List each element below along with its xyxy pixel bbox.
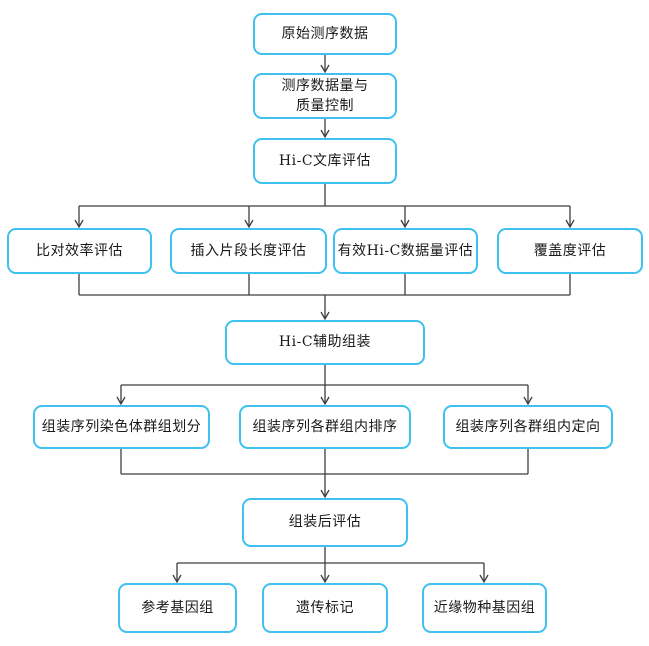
node-group-orientation: 组装序列各群组内定向 xyxy=(443,405,613,449)
arrowhead-icon xyxy=(244,219,254,229)
node-valid-hic-data: 有效Hi-C数据量评估 xyxy=(333,228,478,274)
node-related-species-genome: 近缘物种基因组 xyxy=(422,583,547,633)
node-data-quality-control: 测序数据量与 质量控制 xyxy=(253,73,397,119)
arrowhead-icon xyxy=(320,489,330,499)
arrowhead-icon xyxy=(74,219,84,229)
node-label: Hi-C文库评估 xyxy=(278,152,372,169)
node-label: 插入片段长度评估 xyxy=(190,242,307,259)
node-label: 组装序列各群组内排序 xyxy=(252,418,398,435)
arrowhead-icon xyxy=(320,64,330,74)
node-genetic-markers: 遗传标记 xyxy=(262,583,388,633)
node-raw-sequencing-data: 原始测序数据 xyxy=(253,13,397,55)
node-label: 比对效率评估 xyxy=(36,242,123,259)
node-label: 组装后评估 xyxy=(288,514,362,531)
node-label: 组装序列各群组内定向 xyxy=(455,418,601,435)
node-alignment-efficiency: 比对效率评估 xyxy=(7,228,152,274)
node-label: 原始测序数据 xyxy=(281,25,369,42)
node-label: 覆盖度评估 xyxy=(533,242,607,259)
node-post-assembly-evaluation: 组装后评估 xyxy=(242,498,408,547)
node-hic-library-evaluation: Hi-C文库评估 xyxy=(253,138,397,184)
arrowhead-icon xyxy=(116,396,126,406)
node-reference-genome: 参考基因组 xyxy=(118,583,237,633)
arrowhead-icon xyxy=(400,219,410,229)
node-coverage: 覆盖度评估 xyxy=(497,228,643,274)
arrowhead-icon xyxy=(320,574,330,584)
node-label: 测序数据量与 质量控制 xyxy=(281,77,369,114)
arrowhead-icon xyxy=(523,396,533,406)
arrowhead-icon xyxy=(320,311,330,321)
node-label: 有效Hi-C数据量评估 xyxy=(337,242,474,259)
node-label: Hi-C辅助组装 xyxy=(278,334,372,351)
arrowhead-icon xyxy=(565,219,575,229)
arrowhead-icon xyxy=(479,574,489,584)
node-hic-assisted-assembly: Hi-C辅助组装 xyxy=(225,320,425,365)
node-label: 参考基因组 xyxy=(141,599,214,616)
node-insert-length: 插入片段长度评估 xyxy=(170,228,327,274)
node-label: 遗传标记 xyxy=(296,599,354,616)
node-label: 近缘物种基因组 xyxy=(433,599,536,616)
node-group-ordering: 组装序列各群组内排序 xyxy=(239,405,411,449)
arrowhead-icon xyxy=(320,129,330,139)
node-chromosome-grouping: 组装序列染色体群组划分 xyxy=(33,405,210,449)
arrowhead-icon xyxy=(320,396,330,406)
node-label: 组装序列染色体群组划分 xyxy=(41,418,202,435)
arrowhead-icon xyxy=(172,574,182,584)
